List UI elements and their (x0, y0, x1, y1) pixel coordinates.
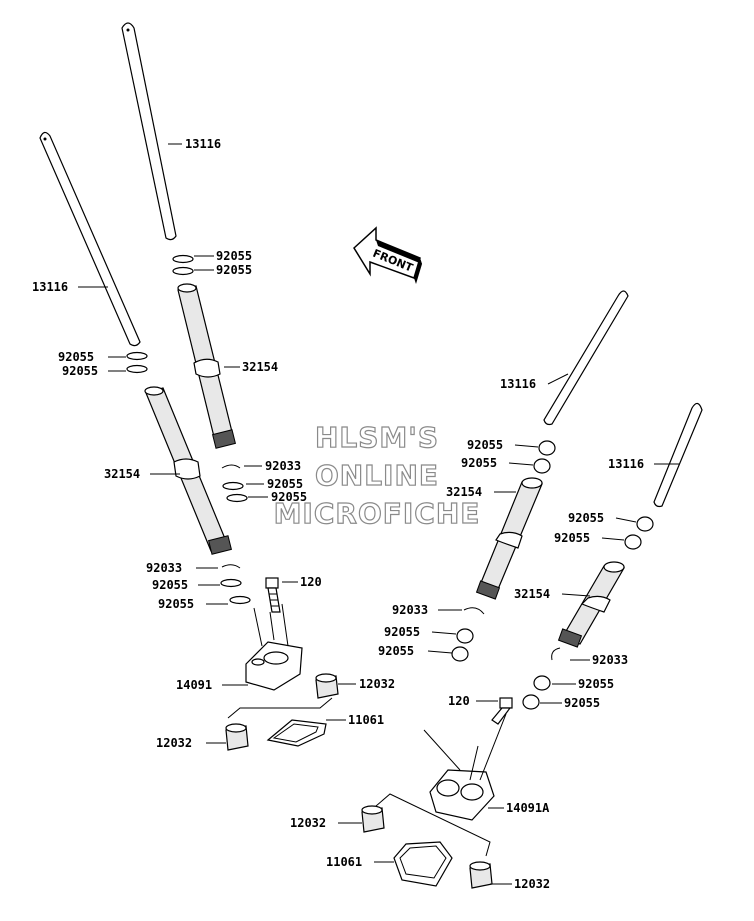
label-oring-a1: 92055 (216, 249, 252, 263)
pushrod-rear-2 (653, 402, 703, 508)
gasket-a (266, 719, 327, 747)
label-gasket-b: 11061 (326, 855, 362, 869)
pushrod-front-left (39, 131, 141, 347)
label-pushrod-rear-2: 13116 (608, 457, 644, 471)
watermark-line-1: HLSM'S (315, 421, 439, 454)
label-clip-b: 92033 (146, 561, 182, 575)
label-pushrod-rear-1: 13116 (500, 377, 536, 391)
label-pushrod-front-left: 13116 (32, 280, 68, 294)
tube-cover-d (557, 561, 625, 648)
label-oring-a2: 92055 (216, 263, 252, 277)
pushrod-rear-1 (543, 290, 629, 426)
label-lifter-a1: 12032 (359, 677, 395, 691)
tube-cover-c (475, 477, 543, 600)
lifter-a2 (225, 723, 249, 751)
label-oring-h2: 92055 (564, 696, 600, 710)
label-lifter-b1: 12032 (290, 816, 326, 830)
front-arrow-icon: FRONT (353, 226, 422, 284)
label-lifter-a2: 12032 (156, 736, 192, 750)
gasket-b (393, 841, 453, 887)
tube-cover-b (144, 386, 233, 555)
lifter-b2 (469, 861, 493, 889)
label-clip-a: 92033 (265, 459, 301, 473)
lifter-b1 (361, 805, 385, 833)
holder-b (423, 713, 507, 821)
label-bolt-b: 120 (448, 694, 470, 708)
label-holder-b: 14091A (506, 801, 550, 815)
oring-group-a (126, 254, 194, 374)
label-oring-f1: 92055 (568, 511, 604, 525)
label-pushrod-front-top: 13116 (185, 137, 221, 151)
watermark-line-2: ONLINE (315, 459, 439, 492)
watermark-line-3: MICROFICHE (274, 497, 481, 530)
oring-group-d (451, 607, 561, 710)
leader-lines (78, 143, 680, 885)
pushrod-front-top (121, 22, 177, 241)
label-oring-c1: 92055 (267, 477, 303, 491)
bolt-b (491, 697, 513, 725)
tube-cover-a (177, 283, 237, 449)
label-oring-b1: 92055 (58, 350, 94, 364)
watermark: HLSM'S ONLINE MICROFICHE (273, 420, 481, 530)
lifter-a1 (315, 673, 339, 699)
label-holder-a: 14091 (176, 678, 212, 692)
label-cover-a: 32154 (242, 360, 278, 374)
bracket-line-a (227, 697, 333, 719)
label-cover-c: 32154 (446, 485, 482, 499)
label-oring-d1: 92055 (152, 578, 188, 592)
label-cover-b: 32154 (104, 467, 140, 481)
bolt-a (265, 577, 281, 613)
label-oring-e1: 92055 (467, 438, 503, 452)
part-labels: 13116 13116 92055 92055 92055 92055 3215… (32, 137, 644, 891)
label-cover-d: 32154 (514, 587, 550, 601)
label-bolt-a: 120 (300, 575, 322, 589)
label-gasket-a: 11061 (348, 713, 384, 727)
label-oring-g2: 92055 (378, 644, 414, 658)
oring-group-b (220, 464, 251, 605)
label-clip-c: 92033 (392, 603, 428, 617)
oring-group-c (533, 440, 654, 550)
label-oring-d2: 92055 (158, 597, 194, 611)
label-clip-d: 92033 (592, 653, 628, 667)
label-oring-h1: 92055 (578, 677, 614, 691)
label-oring-g1: 92055 (384, 625, 420, 639)
label-lifter-b2: 12032 (514, 877, 550, 891)
label-oring-e2: 92055 (461, 456, 497, 470)
label-oring-c2: 92055 (271, 490, 307, 504)
label-oring-b2: 92055 (62, 364, 98, 378)
holder-a (245, 603, 303, 691)
bracket-line-b (375, 793, 491, 857)
label-oring-f2: 92055 (554, 531, 590, 545)
